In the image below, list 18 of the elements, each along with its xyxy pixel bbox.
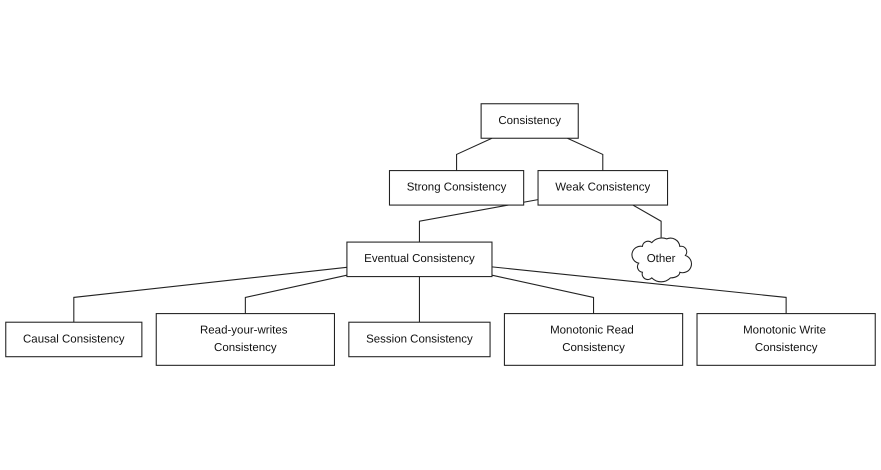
node-box: Weak Consistency [538,170,668,206]
connector [73,267,347,323]
node-box: Causal Consistency [5,322,142,358]
node-box: Read-your-writes Consistency [156,314,335,366]
connector [492,266,787,314]
node-box: Strong Consistency [388,170,524,206]
connector [418,277,420,323]
connector [632,205,662,238]
connector [244,275,348,314]
node-box: Eventual Consistency [346,242,493,278]
connector [456,138,492,172]
node-box: Consistency [480,104,579,140]
node-box: Session Consistency [348,322,491,358]
connector [567,138,604,172]
connector [418,200,538,243]
node-box: Monotonic Read Consistency [504,314,684,366]
node-box: Monotonic Write Consistency [696,314,876,366]
connector [492,275,594,314]
